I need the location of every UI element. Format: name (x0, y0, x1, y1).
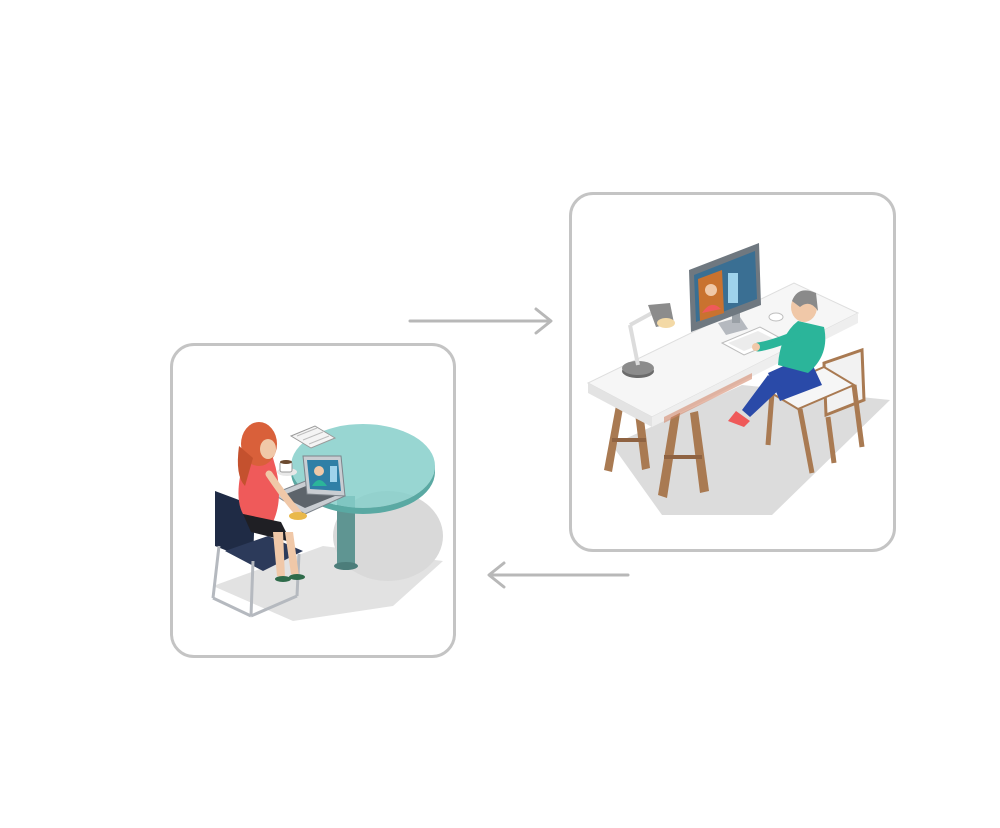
man-hair (792, 290, 818, 311)
desk-drawer (664, 373, 752, 423)
woman-figure (237, 422, 307, 582)
table-pedestal (337, 496, 355, 566)
panel-man-desk (569, 192, 896, 552)
desk-lamp-icon (622, 303, 675, 378)
monitor-icon (689, 243, 761, 335)
panel-woman-laptop (170, 343, 456, 658)
woman-hand-item (289, 512, 307, 520)
notepad-icon (289, 425, 337, 449)
mouse-icon (768, 312, 784, 322)
desk-legs (604, 400, 709, 498)
table-foot (334, 562, 358, 570)
arrow-right-icon (408, 307, 553, 335)
man-shoe (728, 411, 750, 427)
arrow-left-icon (487, 561, 630, 589)
floor-shadow (612, 385, 890, 515)
desk-front (588, 383, 652, 427)
coffee-cup-icon (277, 460, 297, 476)
man-desk-illustration (586, 243, 890, 515)
woman-laptop-illustration (211, 422, 443, 621)
man-figure (728, 290, 826, 427)
